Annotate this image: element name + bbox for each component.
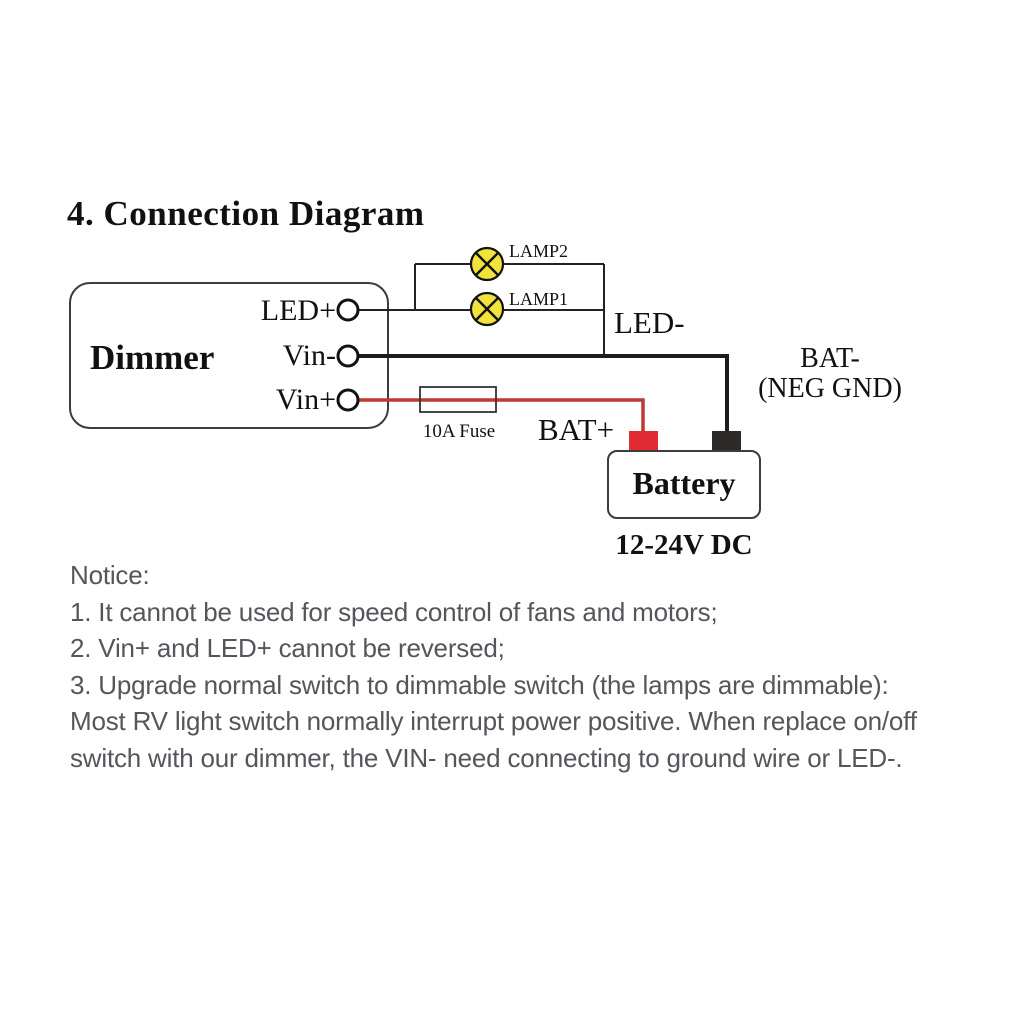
lamp2-icon [469,246,505,282]
terminal-label-led-plus: LED+ [260,294,336,327]
wire-vin-plus [357,398,645,433]
lamp1-icon [469,291,505,327]
fuse-label: 10A Fuse [422,421,496,442]
notice-line: 2. Vin+ and LED+ cannot be reversed; [70,633,505,664]
bat-minus-label-line1: BAT- [800,343,860,374]
terminal-label-vin-plus: Vin+ [275,383,336,416]
terminal-led-plus [336,298,360,322]
notice-line: 3. Upgrade normal switch to dimmable swi… [70,669,889,700]
terminal-label-vin-minus: Vin- [282,339,336,372]
lamp2-label: LAMP2 [509,241,569,261]
notice-line: 1. It cannot be used for speed control o… [70,596,718,627]
dimmer-label: Dimmer [90,338,215,377]
fuse-symbol [419,386,497,413]
battery-negative-terminal [712,431,741,452]
notice: Notice: 1. It cannot be used for speed c… [70,557,917,777]
battery-voltage-label: 12-24V DC [615,529,753,561]
notice-heading: Notice: [70,560,150,590]
bat-plus-label: BAT+ [538,412,615,447]
lamp1-label: LAMP1 [509,289,569,309]
page-title: 4. Connection Diagram [67,194,425,233]
bat-minus-label: BAT- (NEG GND) [735,344,925,404]
terminal-vin-minus [336,344,360,368]
bat-minus-label-line2: (NEG GND) [758,373,902,404]
terminal-vin-plus [336,388,360,412]
notice-line: Most RV light switch normally interrupt … [70,706,917,737]
notice-line: switch with our dimmer, the VIN- need co… [70,742,903,773]
battery-label: Battery [632,465,736,501]
battery-positive-terminal [629,431,658,452]
led-minus-label: LED- [614,305,685,340]
battery-box [607,450,761,519]
wire-vin-minus [357,354,729,433]
